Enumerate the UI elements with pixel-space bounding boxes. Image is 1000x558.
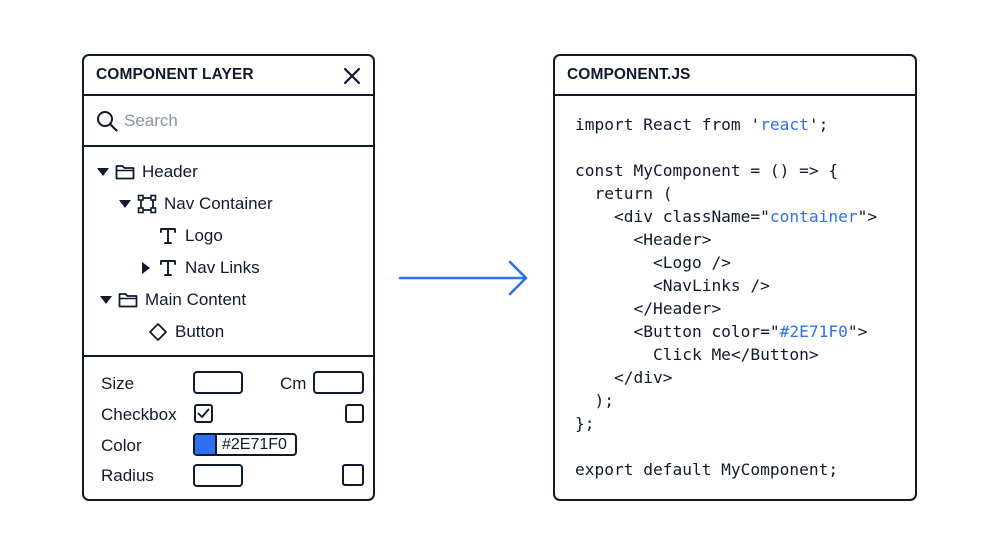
checkbox-label: Checkbox: [101, 405, 177, 424]
code-line: };: [575, 414, 595, 433]
code-line: </Header>: [575, 299, 722, 318]
checkbox-checked[interactable]: [194, 404, 213, 423]
code-line: <Header>: [575, 230, 712, 249]
code-panel: COMPONENT.JS import React from 'react'; …: [553, 54, 917, 501]
collapsed-caret-icon[interactable]: [139, 261, 153, 275]
component-diamond-icon: [148, 322, 168, 342]
color-label: Color: [101, 436, 142, 455]
tree-item-nav-links[interactable]: Nav Links: [139, 255, 260, 281]
tree-item-logo[interactable]: Logo: [158, 223, 223, 249]
code-line: const MyComponent = () => {: [575, 161, 839, 180]
code-file-title: COMPONENT.JS: [567, 66, 691, 83]
color-swatch[interactable]: [195, 435, 217, 454]
folder-icon: [115, 162, 135, 182]
close-icon[interactable]: [343, 67, 361, 85]
tree-item-nav-container[interactable]: Nav Container: [118, 191, 273, 217]
layer-tree: Header Nav Container Logo: [84, 147, 373, 357]
code-line: <Button color="#2E71F0">: [575, 322, 868, 341]
folder-icon: [118, 290, 138, 310]
tree-item-label: Main Content: [145, 290, 247, 309]
code-line: [575, 136, 877, 159]
tree-item-label: Button: [175, 322, 225, 341]
tree-item-label: Header: [142, 162, 198, 181]
color-input[interactable]: #2E71F0: [193, 433, 297, 456]
tree-item-label: Nav Links: [185, 258, 260, 277]
text-icon: [158, 226, 178, 246]
checkbox-unchecked[interactable]: [345, 404, 364, 423]
search-input[interactable]: [124, 110, 324, 131]
cm-input[interactable]: [313, 371, 364, 394]
panel-title: COMPONENT LAYER: [96, 66, 254, 83]
code-line: [575, 435, 877, 458]
component-layer-panel: COMPONENT LAYER Header: [82, 54, 375, 501]
code-panel-header: COMPONENT.JS: [555, 56, 915, 96]
arrow-right-icon: [398, 260, 528, 296]
code-line: <NavLinks />: [575, 276, 770, 295]
color-hex-value: #2E71F0: [222, 436, 287, 453]
code-line: </div>: [575, 368, 673, 387]
expand-caret-icon[interactable]: [99, 293, 113, 307]
panel-header: COMPONENT LAYER: [84, 56, 373, 96]
search-bar: [84, 96, 373, 147]
tree-item-header[interactable]: Header: [96, 159, 198, 185]
tree-item-label: Logo: [185, 226, 223, 245]
code-line: export default MyComponent;: [575, 460, 839, 479]
tree-item-label: Nav Container: [164, 194, 273, 213]
expand-caret-icon[interactable]: [118, 197, 132, 211]
code-line: Click Me</Button>: [575, 345, 819, 364]
frame-icon: [137, 194, 157, 214]
cm-label: Cm: [280, 374, 307, 393]
checkmark-icon: [197, 408, 210, 418]
radius-input[interactable]: [193, 464, 243, 487]
search-icon: [97, 110, 118, 132]
expand-caret-icon[interactable]: [96, 165, 110, 179]
tree-item-main-content[interactable]: Main Content: [99, 287, 246, 313]
code-line: import React from 'react';: [575, 115, 829, 134]
text-icon: [158, 258, 178, 278]
code-block: import React from 'react'; const MyCompo…: [575, 113, 877, 481]
code-line: return (: [575, 184, 673, 203]
tree-item-button[interactable]: Button: [148, 319, 224, 345]
size-input[interactable]: [193, 371, 243, 394]
code-line: <Logo />: [575, 253, 731, 272]
code-line: <div className="container">: [575, 207, 878, 226]
properties-section: Size Cm Checkbox Color #2E71F0 Radius: [84, 357, 373, 497]
size-label: Size: [101, 374, 135, 393]
radius-checkbox[interactable]: [342, 464, 364, 486]
code-line: );: [575, 391, 614, 410]
radius-label: Radius: [101, 466, 154, 485]
